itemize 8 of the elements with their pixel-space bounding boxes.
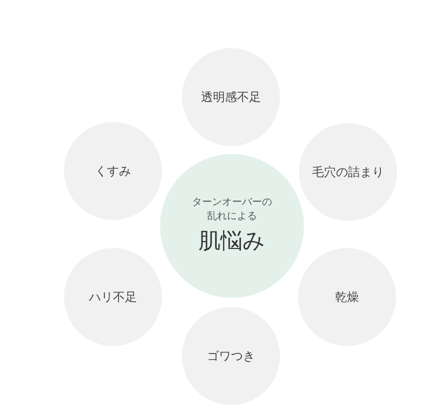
- circle-label: ゴワつき: [206, 348, 256, 364]
- circle-label: ハリ不足: [88, 289, 138, 305]
- circle-label: くすみ: [94, 163, 132, 179]
- subtitle: ターンオーバーの乱れによる: [191, 196, 273, 224]
- circle-label: 毛穴の詰まり: [311, 164, 385, 180]
- main-title: 肌悩み: [198, 228, 266, 256]
- circle-label: 透明感不足: [200, 89, 262, 105]
- circle-label: 乾燥: [334, 289, 360, 305]
